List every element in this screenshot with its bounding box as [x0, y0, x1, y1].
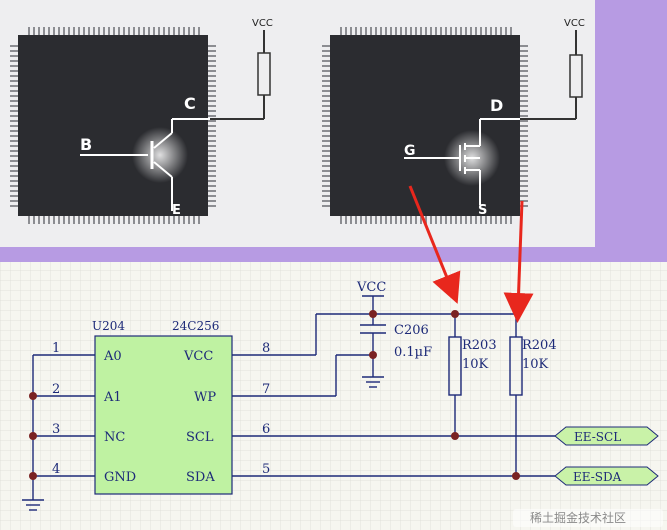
net-label-ee-sda: EE-SDA [554, 466, 659, 486]
watermark-bg [513, 509, 663, 527]
pin-number: 2 [52, 382, 60, 397]
net-label-text: EE-SDA [573, 470, 622, 484]
left-pin-labels: 1 A0 2 A1 3 NC 4 GND [52, 341, 136, 485]
pin-name: GND [104, 470, 136, 485]
pin-number: 1 [52, 341, 60, 356]
pin-name: SCL [186, 430, 214, 445]
bjt-collector-label: C [184, 94, 196, 113]
pin-number: 4 [52, 462, 60, 477]
vcc-rail-label: VCC [356, 280, 386, 295]
arrow-to-r204 [503, 200, 534, 323]
mosfet-vcc-label: VCC [564, 18, 585, 29]
eeprom-ic-body [94, 335, 233, 495]
pin-number: 7 [262, 382, 270, 397]
chip-pins [10, 27, 528, 224]
pin-name: A0 [103, 349, 122, 364]
pin-number: 5 [262, 462, 270, 477]
capacitor-ref-label: C206 [394, 323, 429, 338]
resistor-r203-value: 10K [462, 357, 489, 372]
pin-number: 6 [262, 422, 270, 437]
net-label-text: EE-SCL [574, 430, 621, 444]
pin-name: VCC [183, 349, 213, 364]
junction-dots [29, 310, 520, 480]
mosfet-gate-label: G [404, 143, 416, 159]
right-pin-labels: 8 VCC 7 WP 6 SCL 5 SDA [183, 341, 270, 485]
resistor-r204-ref: R204 [522, 338, 557, 353]
mosfet-drain-label: D [490, 96, 503, 115]
pin-name: SDA [186, 470, 215, 485]
pin-number: 8 [262, 341, 270, 356]
pin-number: 3 [52, 422, 60, 437]
arrow-to-r203 [408, 185, 461, 304]
bjt-emitter-label: E [172, 203, 181, 218]
bjt-chip [18, 35, 208, 216]
ic-part-label: 24C256 [172, 319, 219, 333]
ic-ref-label: U204 [92, 319, 125, 333]
bjt-vcc-label: VCC [252, 18, 273, 29]
bjt-base-label: B [80, 135, 92, 154]
pin-name: NC [104, 430, 125, 445]
pin-name: A1 [103, 390, 122, 405]
bjt-transistor [80, 30, 271, 211]
net-label-ee-scl: EE-SCL [554, 426, 659, 446]
mosfet-chip [330, 35, 520, 216]
resistor-r204-value: 10K [522, 357, 549, 372]
mosfet-transistor [404, 30, 583, 205]
annotation-arrows [408, 185, 534, 323]
pin-name: WP [194, 390, 216, 405]
resistor-r203-ref: R203 [462, 338, 497, 353]
mosfet-source-label: S [478, 203, 487, 218]
capacitor-value-label: 0.1µF [394, 345, 432, 360]
watermark-text: 稀土掘金技术社区 [530, 510, 626, 525]
